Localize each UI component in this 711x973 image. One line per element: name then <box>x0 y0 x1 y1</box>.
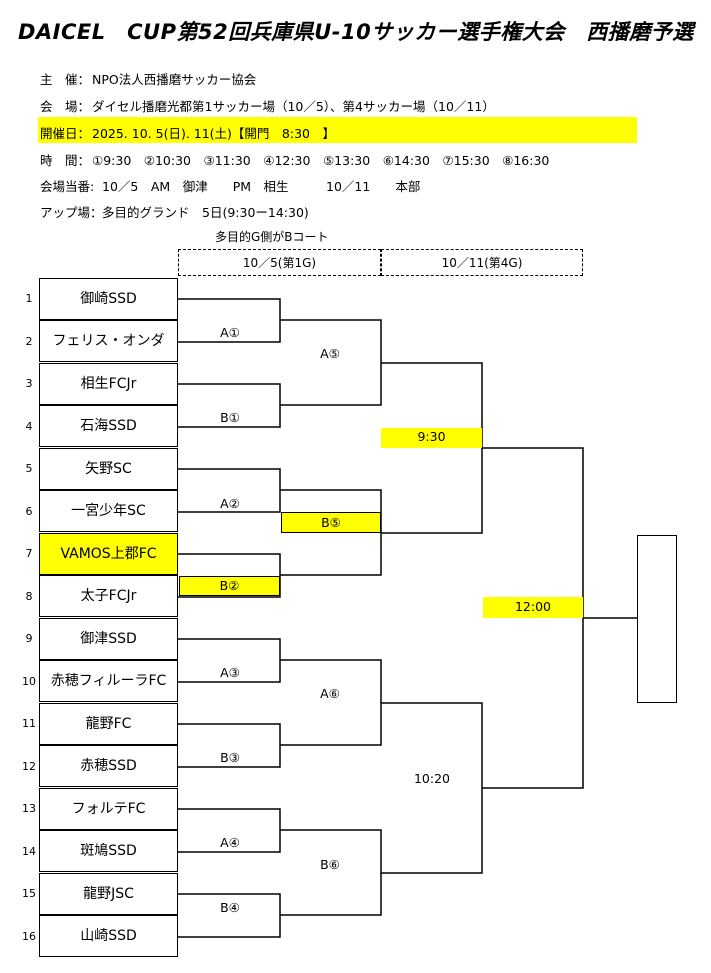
team-slot: 一宮少年SC <box>39 490 178 532</box>
team-slot: 赤穂SSD <box>39 745 178 787</box>
warmup-value: 多目的グランド 5日(9:30ー14:30) <box>102 205 309 220</box>
date-row: 開催日：2025. 10. 5(日). 11(土)【開門 8:30 】 <box>40 123 335 142</box>
seed-number: 1 <box>25 292 33 305</box>
seed-number: 14 <box>22 845 36 858</box>
match-label-r1: B④ <box>220 900 240 915</box>
match-label-r1: B③ <box>220 750 240 765</box>
seed-number: 13 <box>22 802 36 815</box>
semifinal-time: 10:20 <box>413 771 451 786</box>
seed-number: 6 <box>25 505 33 518</box>
match-label-r2: B⑥ <box>320 857 340 872</box>
seed-number: 12 <box>22 760 36 773</box>
team-slot: 斑鳩SSD <box>39 830 178 872</box>
date-value: 2025. 10. 5(日). 11(土)【開門 8:30 】 <box>92 126 335 141</box>
date-highlight <box>38 117 637 143</box>
team-slot: 御崎SSD <box>39 278 178 320</box>
time-row: 時 間：①9:30 ②10:30 ③11:30 ④12:30 ⑤13:30 ⑥1… <box>40 150 549 169</box>
match-label-r1-highlighted: B② <box>179 576 280 596</box>
team-slot: 相生FCJr <box>39 363 178 405</box>
team-slot: 矢野SC <box>39 448 178 490</box>
team-slot: 龍野FC <box>39 703 178 745</box>
time-value: ①9:30 ②10:30 ③11:30 ④12:30 ⑤13:30 ⑥14:30… <box>92 153 550 168</box>
seed-number: 5 <box>25 462 33 475</box>
team-slot: 龍野JSC <box>39 873 178 915</box>
venue-row: 会 場：ダイセル播磨光都第1サッカー場（10／5）、第4サッカー場（10／11） <box>40 96 495 115</box>
organizer-value: NPO法人西播磨サッカー協会 <box>92 72 257 87</box>
match-label-r2-highlighted: B⑤ <box>281 512 381 533</box>
match-label-r1: A③ <box>220 665 240 680</box>
champion-box <box>637 535 677 703</box>
page-title: DAICEL CUP第52回兵庫県U-10サッカー選手権大会 西播磨予選 <box>18 20 694 44</box>
seed-number: 4 <box>25 420 33 433</box>
match-label-r1: A② <box>220 496 240 511</box>
seed-number: 2 <box>25 335 33 348</box>
seed-number: 11 <box>22 717 36 730</box>
match-label-r2: A⑥ <box>320 686 340 701</box>
seed-number: 8 <box>25 590 33 603</box>
date-header-day1: 10／5(第1G) <box>178 249 381 276</box>
date-label: 開催日： <box>40 126 91 141</box>
match-label-r1: A④ <box>220 835 240 850</box>
seed-number: 7 <box>25 547 33 560</box>
team-slot: フェリス・オンダ <box>39 320 178 362</box>
final-time-highlighted: 12:00 <box>483 597 583 618</box>
seed-number: 3 <box>25 377 33 390</box>
duty-row: 会場当番: 10／5 AM 御津 PM 相生 10／11 本部 <box>40 176 420 195</box>
organizer-label: 主 催： <box>40 72 91 87</box>
team-slot: 御津SSD <box>39 618 178 660</box>
seed-number: 15 <box>22 887 36 900</box>
venue-label: 会 場： <box>40 99 91 114</box>
date-header-day2: 10／11(第4G) <box>381 249 583 276</box>
team-slot: 山崎SSD <box>39 915 178 957</box>
team-slot: 太子FCJr <box>39 575 178 617</box>
warmup-label: アップ場： <box>40 205 103 220</box>
duty-label: 会場当番: <box>40 179 95 194</box>
time-label: 時 間： <box>40 153 91 168</box>
court-note: 多目的G側がBコート <box>215 230 329 244</box>
team-slot: 赤穂フィルーラFC <box>39 660 178 702</box>
seed-number: 9 <box>25 632 33 645</box>
duty-value: 10／5 AM 御津 PM 相生 10／11 本部 <box>102 179 421 194</box>
team-slot-highlighted: VAMOS上郡FC <box>39 533 178 575</box>
match-label-r2: A⑤ <box>320 346 340 361</box>
seed-number: 10 <box>22 675 36 688</box>
seed-number: 16 <box>22 930 36 943</box>
organizer-row: 主 催：NPO法人西播磨サッカー協会 <box>40 69 256 88</box>
semifinal-time-highlighted: 9:30 <box>381 428 482 448</box>
warmup-row: アップ場：多目的グランド 5日(9:30ー14:30) <box>40 202 309 221</box>
match-label-r1: B① <box>220 410 240 425</box>
match-label-r1: A① <box>220 325 240 340</box>
venue-value: ダイセル播磨光都第1サッカー場（10／5）、第4サッカー場（10／11） <box>92 99 495 114</box>
team-slot: フォルテFC <box>39 788 178 830</box>
team-slot: 石海SSD <box>39 405 178 447</box>
